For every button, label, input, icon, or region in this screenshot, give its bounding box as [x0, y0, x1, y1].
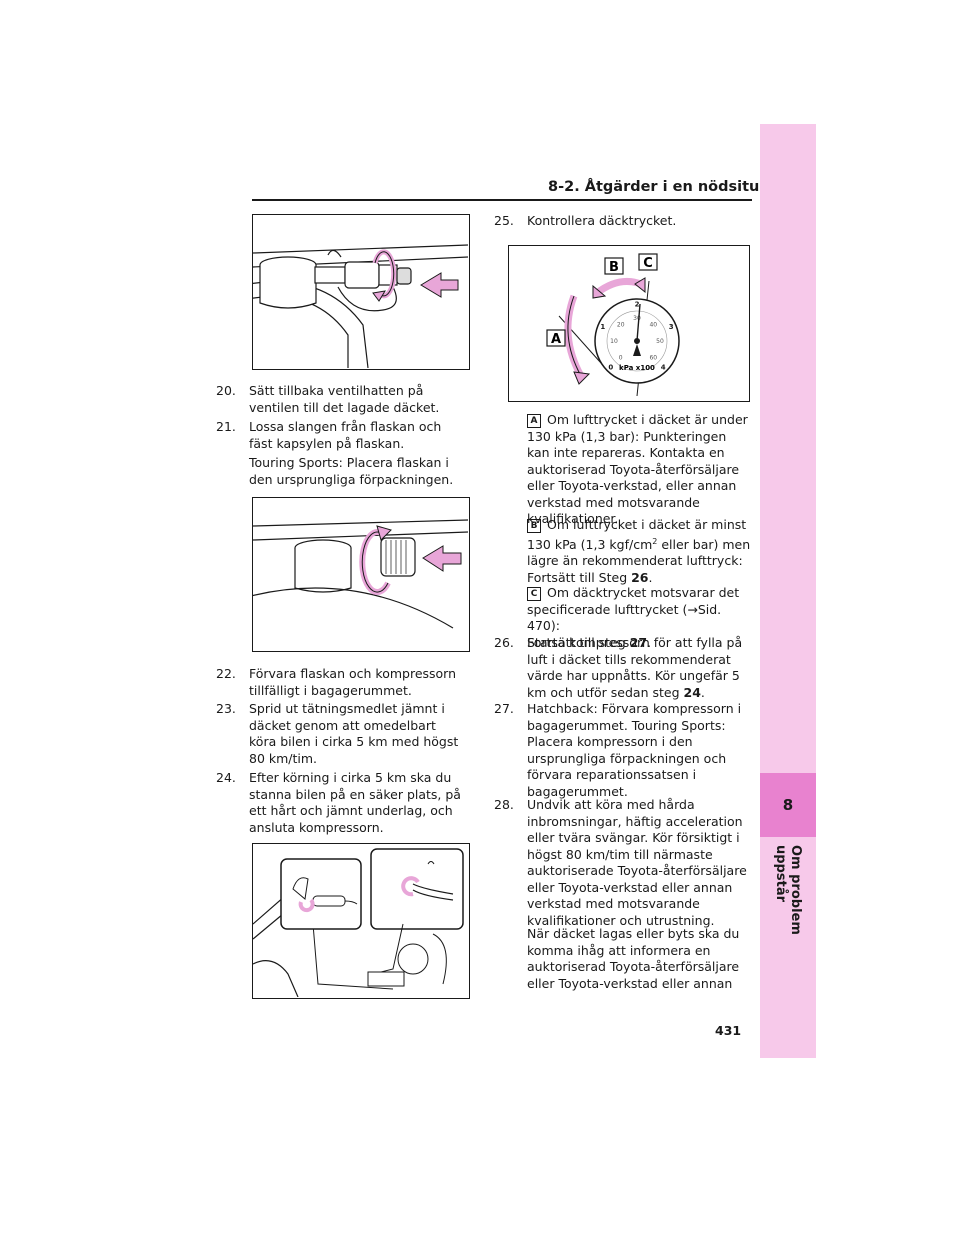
step-number: 26. — [494, 635, 514, 650]
step-text: Sprid ut tätningsmedlet jämnt i däcket g… — [249, 701, 459, 766]
note-b-text-1: Om lufttrycket i däcket är minst 130 kPa… — [527, 517, 747, 552]
step-24: 24. Efter körning i cirka 5 km ska du st… — [216, 770, 466, 836]
gauge-label-b: B — [609, 260, 619, 275]
step-23: 23. Sprid ut tätningsmedlet jämnt i däck… — [216, 701, 466, 767]
note-b-cont: Fortsätt till Steg — [527, 569, 632, 585]
page-number: 431 — [715, 1023, 742, 1038]
step-28: 28. Undvik att köra med hårda inbromsnin… — [494, 797, 754, 929]
step-text: Efter körning i cirka 5 km ska du stanna… — [249, 770, 461, 835]
step-21-touring: Touring Sports: Placera flaskan i den ur… — [249, 455, 454, 487]
gauge-tick-label: 2 — [635, 300, 640, 308]
step-21: 21. Lossa slangen från flaskan och fäst … — [216, 419, 466, 452]
step-number: 27. — [494, 701, 514, 716]
chapter-number-box: 8 — [760, 773, 816, 837]
step-number: 21. — [216, 419, 236, 434]
step-text: Kontrollera däcktrycket. — [527, 213, 677, 228]
step-22: 22. Förvara flaskan och kompressorn till… — [216, 666, 466, 699]
gauge-inner-scale: 0 10 20 30 40 50 60 — [610, 315, 664, 361]
gauge-tick-label: 0 — [608, 364, 613, 372]
figure-pressure-gauge: B C A 0 1 2 3 4 0 10 20 30 40 50 60 kPa x100 — [508, 245, 750, 402]
step-27: 27. Hatchback: Förvara kompressorn i bag… — [494, 701, 754, 800]
step-26: 26. Starta kompressorn för att fylla på … — [494, 635, 754, 701]
step-number: 28. — [494, 797, 514, 812]
chapter-side-tab — [760, 124, 816, 1058]
badge-c: C — [527, 587, 541, 601]
step-number: 20. — [216, 383, 236, 398]
chapter-label: Om problem uppstår — [773, 845, 803, 935]
gauge-outer-scale: 0 1 2 3 4 — [600, 300, 673, 371]
gauge-label-c: C — [643, 256, 653, 271]
badge-b: B — [527, 519, 541, 533]
gauge-tick-label: 20 — [617, 322, 625, 329]
note-b-end: . — [648, 569, 653, 585]
step-text: Undvik att köra med hårda inbromsningar,… — [527, 797, 747, 928]
step-26-end: . — [700, 684, 705, 700]
step-text: Hatchback: Förvara kompressorn i bagager… — [527, 701, 742, 799]
badge-a: A — [527, 414, 541, 428]
step-text: Starta kompressorn för att fylla på luft… — [527, 635, 743, 700]
gauge-tick-label: 50 — [656, 338, 664, 345]
figure-cap — [252, 497, 470, 652]
step-20: 20. Sätt tillbaka ventilhatten på ventil… — [216, 383, 466, 416]
note-c-end: . — [647, 634, 652, 650]
note-c-step-ref: 27 — [629, 634, 648, 650]
figure-cap-bottle — [252, 214, 470, 370]
note-a-text: Om lufttrycket i däcket är under 130 kPa… — [527, 412, 748, 526]
figure-compressor-connection — [252, 843, 470, 999]
gauge-tick-label: 40 — [649, 322, 657, 329]
step-number: 25. — [494, 213, 514, 228]
step-text: Sätt tillbaka ventilhatten på ventilen t… — [249, 383, 440, 415]
gauge-tick-label: 3 — [669, 323, 674, 331]
step-number: 22. — [216, 666, 236, 681]
step-number: 24. — [216, 770, 236, 785]
step-text: Förvara flaskan och kompressorn tillfäll… — [249, 666, 457, 698]
chapter-number: 8 — [782, 796, 794, 814]
gauge-tick-label: 30 — [633, 315, 641, 322]
gauge-tick-label: 1 — [600, 323, 605, 331]
gauge-tick-label: 4 — [661, 364, 666, 372]
header-rule — [252, 199, 752, 201]
gauge-label-a: A — [551, 332, 561, 347]
step-26-ref: 24 — [683, 684, 701, 700]
note-b-sup: 2 — [652, 536, 658, 546]
note-b-text-2: eller bar) men lägre än rekommenderat lu… — [527, 536, 751, 569]
gauge-tick-label: 0 — [619, 354, 623, 361]
note-c-text: Om däcktrycket motsvarar det specificera… — [527, 585, 740, 633]
step-25: 25. Kontrollera däcktrycket. — [494, 213, 754, 230]
gauge-unit: kPa x100 — [619, 364, 655, 372]
step-28-note: När däcket lagas eller byts ska du komma… — [527, 926, 740, 991]
step-number: 23. — [216, 701, 236, 716]
step-text: Lossa slangen från flaskan och fäst kaps… — [249, 419, 442, 451]
gauge-tick-label: 60 — [649, 354, 657, 361]
note-b-step-ref: 26 — [631, 569, 649, 585]
gauge-tick-label: 10 — [610, 338, 618, 345]
section-title: 8-2. Åtgärder i en nödsituation — [548, 179, 802, 195]
note-c-cont: Fortsätt till steg — [527, 634, 630, 650]
